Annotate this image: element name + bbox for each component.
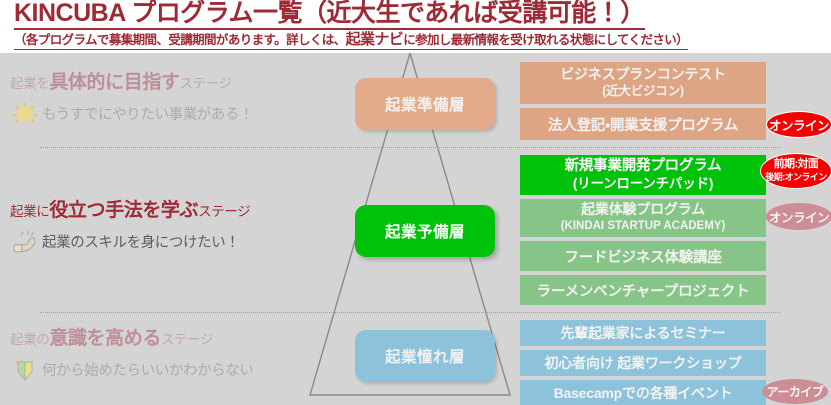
program-food-business[interactable]: フードビジネス体験講座 — [520, 241, 766, 271]
badge-archive-label: アーカイブ — [766, 385, 824, 399]
badge-online-incorporation: オンライン — [766, 111, 831, 138]
beginner-leaf-icon — [10, 358, 40, 384]
program-beginner-workshop[interactable]: 初心者向け 起業ワークショップ — [520, 350, 766, 376]
badge-hybrid-line2: 後期:オンライン — [765, 172, 827, 182]
stage-awareness: 起業の意識を高めるステージ 何から始めたらいいかわからない — [10, 328, 310, 384]
program-startup-academy-line1: 起業体験プログラム — [581, 201, 705, 217]
program-food-business-line1: フードビジネス体験講座 — [564, 249, 722, 266]
stage-prepare-head-strong: 具体的に目指す — [49, 72, 180, 93]
program-startup-academy[interactable]: 起業体験プログラム (KINDAI STARTUP ACADEMY) — [520, 199, 766, 237]
stage-prepare: 起業を具体的に目指すステージ — [10, 72, 310, 128]
layer-box-admire[interactable]: 起業憧れ層 — [355, 330, 495, 382]
flexed-biceps-icon — [10, 230, 40, 256]
stage-awareness-subtext-row: 何から始めたらいいかわからない — [10, 358, 310, 384]
stage-awareness-head-post: ステージ — [160, 332, 214, 347]
layer-box-pre-label: 起業予備層 — [384, 224, 465, 241]
page-title: KINCUBA プログラム一覧（近大生であれば受講可能！） — [14, 0, 645, 30]
page-subtitle-part1: （各プログラムで募集期間、受講期間があります。詳しくは、 — [14, 33, 346, 47]
program-lean-launchpad-line1: 新規事業開発プログラム — [564, 158, 722, 174]
badge-hybrid-line1: 前期:対面 — [773, 158, 819, 170]
program-basecamp-events-line1: Basecampでの各種イベント — [553, 384, 733, 401]
page-subtitle-emphasis: 起業ナビ — [345, 31, 404, 48]
stage-awareness-heading: 起業の意識を高めるステージ — [10, 328, 310, 351]
program-incorporation-line1: 法人登記・開業支援プログラム — [547, 117, 739, 134]
badge-online-startup-academy-label: オンライン — [768, 211, 830, 225]
program-biz-plan-contest[interactable]: ビジネスプランコンテスト (近大ビジコン) — [520, 62, 766, 104]
program-basecamp-events[interactable]: Basecampでの各種イベント — [520, 380, 766, 405]
program-ramen-venture-line1: ラーメンベンチャープロジェクト — [536, 283, 750, 300]
layer-box-pre[interactable]: 起業予備層 — [355, 205, 495, 257]
program-senior-seminar-line1: 先輩起業家によるセミナー — [560, 325, 726, 341]
stage-skills-subtext: 起業のスキルを身につけたい！ — [42, 235, 240, 251]
layer-box-prepare[interactable]: 起業準備層 — [355, 78, 495, 130]
program-beginner-workshop-line1: 初心者向け 起業ワークショップ — [544, 355, 742, 371]
layer-box-admire-label: 起業憧れ層 — [384, 349, 465, 366]
program-lean-launchpad-line2: (リーンローンチパッド) — [572, 176, 714, 191]
lightbulb-icon — [10, 102, 40, 128]
badge-online-incorporation-label: オンライン — [768, 119, 830, 133]
program-senior-seminar[interactable]: 先輩起業家によるセミナー — [520, 320, 766, 346]
stage-prepare-head-pre: 起業を — [10, 76, 50, 91]
stage-skills-head-strong: 役立つ手法を学ぶ — [49, 200, 199, 221]
stage-prepare-head-post: ステージ — [179, 76, 233, 91]
stage-skills-subtext-row: 起業のスキルを身につけたい！ — [10, 230, 310, 256]
badge-archive-basecamp: アーカイブ — [762, 379, 828, 404]
stage-skills-head-post: ステージ — [198, 204, 251, 219]
stage-skills: 起業に役立つ手法を学ぶステージ 起業のスキルを身につけたい！ — [10, 200, 310, 256]
layer-box-prepare-label: 起業準備層 — [384, 97, 465, 114]
program-startup-academy-line2: (KINDAI STARTUP ACADEMY) — [560, 220, 726, 232]
stage-skills-head-pre: 起業に — [10, 204, 50, 219]
page-subtitle: （各プログラムで募集期間、受講期間があります。詳しくは、起業ナビに参加し最新情報… — [14, 31, 689, 50]
program-ramen-venture[interactable]: ラーメンベンチャープロジェクト — [520, 275, 766, 305]
badge-online-startup-academy: オンライン — [766, 203, 831, 230]
stage-prepare-subtext: もうすでにやりたい事業がある！ — [42, 107, 254, 123]
stage-awareness-head-pre: 起業の — [10, 332, 50, 347]
program-biz-plan-contest-line1: ビジネスプランコンテスト — [560, 66, 726, 82]
slide-header: KINCUBA プログラム一覧（近大生であれば受講可能！） （各プログラムで募集… — [0, 0, 831, 53]
divider-line-upper — [40, 147, 780, 148]
program-incorporation[interactable]: 法人登記・開業支援プログラム — [520, 108, 766, 140]
badge-hybrid-lean-launchpad: 前期:対面 後期:オンライン — [760, 153, 831, 189]
stage-awareness-subtext: 何から始めたらいいかわからない — [42, 363, 254, 379]
stage-awareness-head-strong: 意識を高める — [49, 328, 161, 349]
stage-prepare-subtext-row: もうすでにやりたい事業がある！ — [10, 102, 310, 128]
divider-line-lower — [40, 312, 780, 313]
program-lean-launchpad[interactable]: 新規事業開発プログラム (リーンローンチパッド) — [520, 155, 766, 195]
stage-skills-heading: 起業に役立つ手法を学ぶステージ — [10, 200, 310, 223]
program-biz-plan-contest-line2: (近大ビジコン) — [602, 84, 684, 98]
page-subtitle-part2: に参加し最新情報を受け取れる状態にしてください） — [403, 33, 689, 47]
stage-prepare-heading: 起業を具体的に目指すステージ — [10, 72, 310, 95]
